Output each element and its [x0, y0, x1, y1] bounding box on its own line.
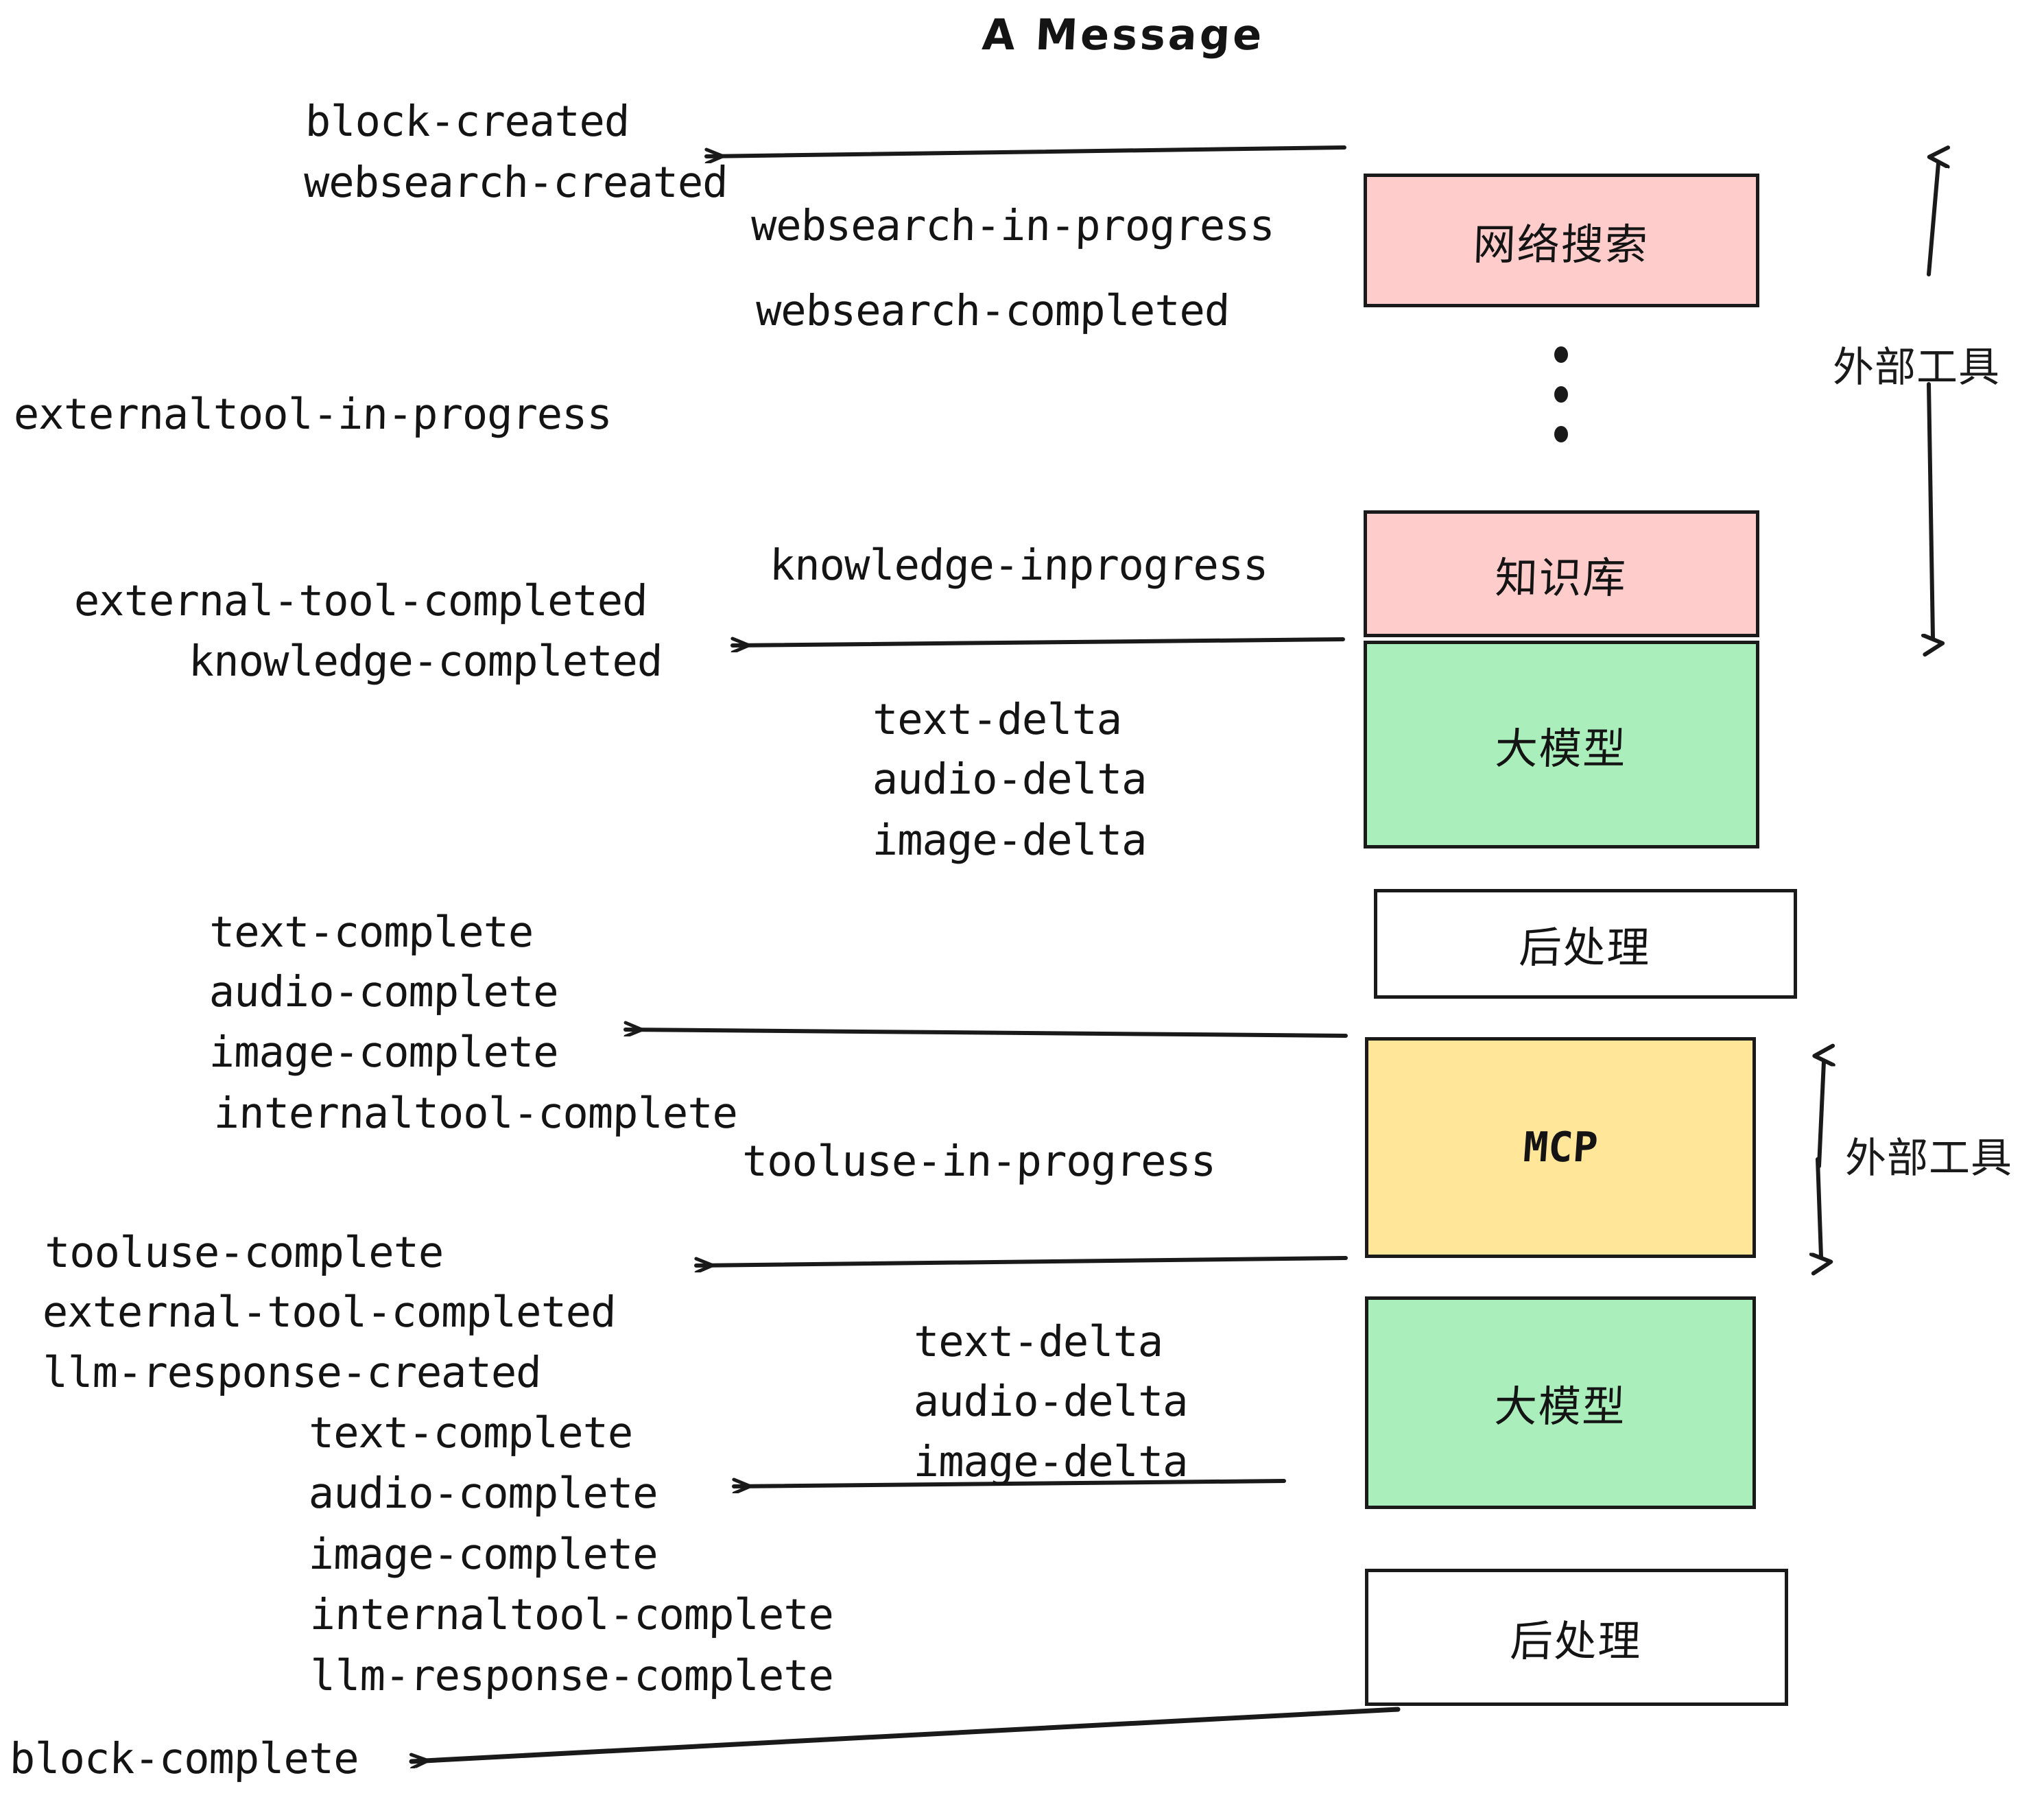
event-websearch-in-progress: websearch-in-progress — [750, 200, 1275, 250]
dot — [1554, 426, 1568, 442]
node-postprocess-1[interactable]: 后处理 — [1374, 889, 1797, 999]
event-image-complete-1: image-complete — [209, 1027, 559, 1077]
event-external-tool-completed-2: external-tool-completed — [42, 1287, 617, 1337]
diagram-title: A Message — [981, 10, 1266, 60]
node-mcp[interactable]: MCP — [1365, 1037, 1756, 1258]
node-llm-1-label: 大模型 — [1495, 723, 1628, 774]
event-audio-complete-1: audio-complete — [209, 966, 559, 1017]
event-image-delta-1: image-delta — [872, 815, 1148, 865]
event-tooluse-in-progress: tooluse-in-progress — [741, 1136, 1216, 1186]
event-externaltool-in-progress: externaltool-in-progress — [13, 389, 613, 439]
node-knowledge-label: 知识库 — [1495, 552, 1628, 603]
node-postprocess-2[interactable]: 后处理 — [1365, 1569, 1788, 1706]
event-text-complete-2: text-complete — [308, 1408, 634, 1458]
event-block-created: block-created — [305, 96, 630, 146]
event-knowledge-inprogress: knowledge-inprogress — [769, 540, 1269, 590]
side-label-external-tools-top: 外部工具 — [1833, 344, 2000, 392]
node-knowledge[interactable]: 知识库 — [1364, 510, 1759, 637]
node-postprocess-2-label: 后处理 — [1510, 1616, 1643, 1666]
event-internaltool-complete-1: internaltool-complete — [213, 1088, 738, 1138]
event-websearch-created: websearch-created — [303, 157, 728, 207]
arrow-mcp-to-tooluse-complete — [694, 1256, 1348, 1266]
node-llm-2[interactable]: 大模型 — [1365, 1296, 1756, 1509]
node-websearch-label: 网络搜索 — [1473, 219, 1650, 270]
event-llm-response-created: llm-response-created — [42, 1347, 542, 1397]
event-image-delta-2: image-delta — [913, 1436, 1189, 1486]
event-text-complete-1: text-complete — [209, 907, 534, 957]
node-mcp-label: MCP — [1521, 1124, 1600, 1172]
event-audio-complete-2: audio-complete — [308, 1468, 658, 1518]
ellipsis-dots — [1554, 346, 1568, 466]
arrow-postprocess2-to-blockcomplete — [409, 1707, 1401, 1761]
arrow-postprocess1-to-imagecomplete — [623, 1030, 1348, 1038]
arrow-llm1-to-knowledgecompleted — [730, 639, 1345, 645]
event-internaltool-complete-2: internaltool-complete — [309, 1589, 834, 1639]
node-postprocess-1-label: 后处理 — [1519, 923, 1652, 973]
node-websearch[interactable]: 网络搜索 — [1364, 174, 1759, 307]
external-tools-range-bottom — [1818, 1062, 1824, 1257]
node-llm-2-label: 大模型 — [1493, 1381, 1628, 1432]
event-external-tool-completed-1: external-tool-completed — [73, 575, 648, 626]
event-audio-delta-2: audio-delta — [913, 1376, 1189, 1426]
event-image-complete-2: image-complete — [308, 1529, 658, 1579]
event-text-delta-1: text-delta — [872, 694, 1123, 744]
external-tools-range-top — [1929, 163, 1938, 638]
dot — [1554, 386, 1568, 403]
event-text-delta-2: text-delta — [913, 1316, 1164, 1366]
side-label-external-tools-bottom: 外部工具 — [1845, 1135, 2012, 1183]
event-block-complete: block-complete — [9, 1733, 359, 1783]
event-knowledge-completed: knowledge-completed — [188, 636, 663, 686]
event-tooluse-complete: tooluse-complete — [44, 1227, 444, 1277]
dot — [1554, 346, 1568, 363]
arrow-websearch-to-blockcreated — [704, 145, 1346, 156]
event-websearch-completed: websearch-completed — [755, 285, 1230, 335]
event-audio-delta-1: audio-delta — [872, 754, 1148, 804]
node-llm-1[interactable]: 大模型 — [1364, 641, 1759, 848]
event-llm-response-complete: llm-response-complete — [309, 1650, 834, 1700]
